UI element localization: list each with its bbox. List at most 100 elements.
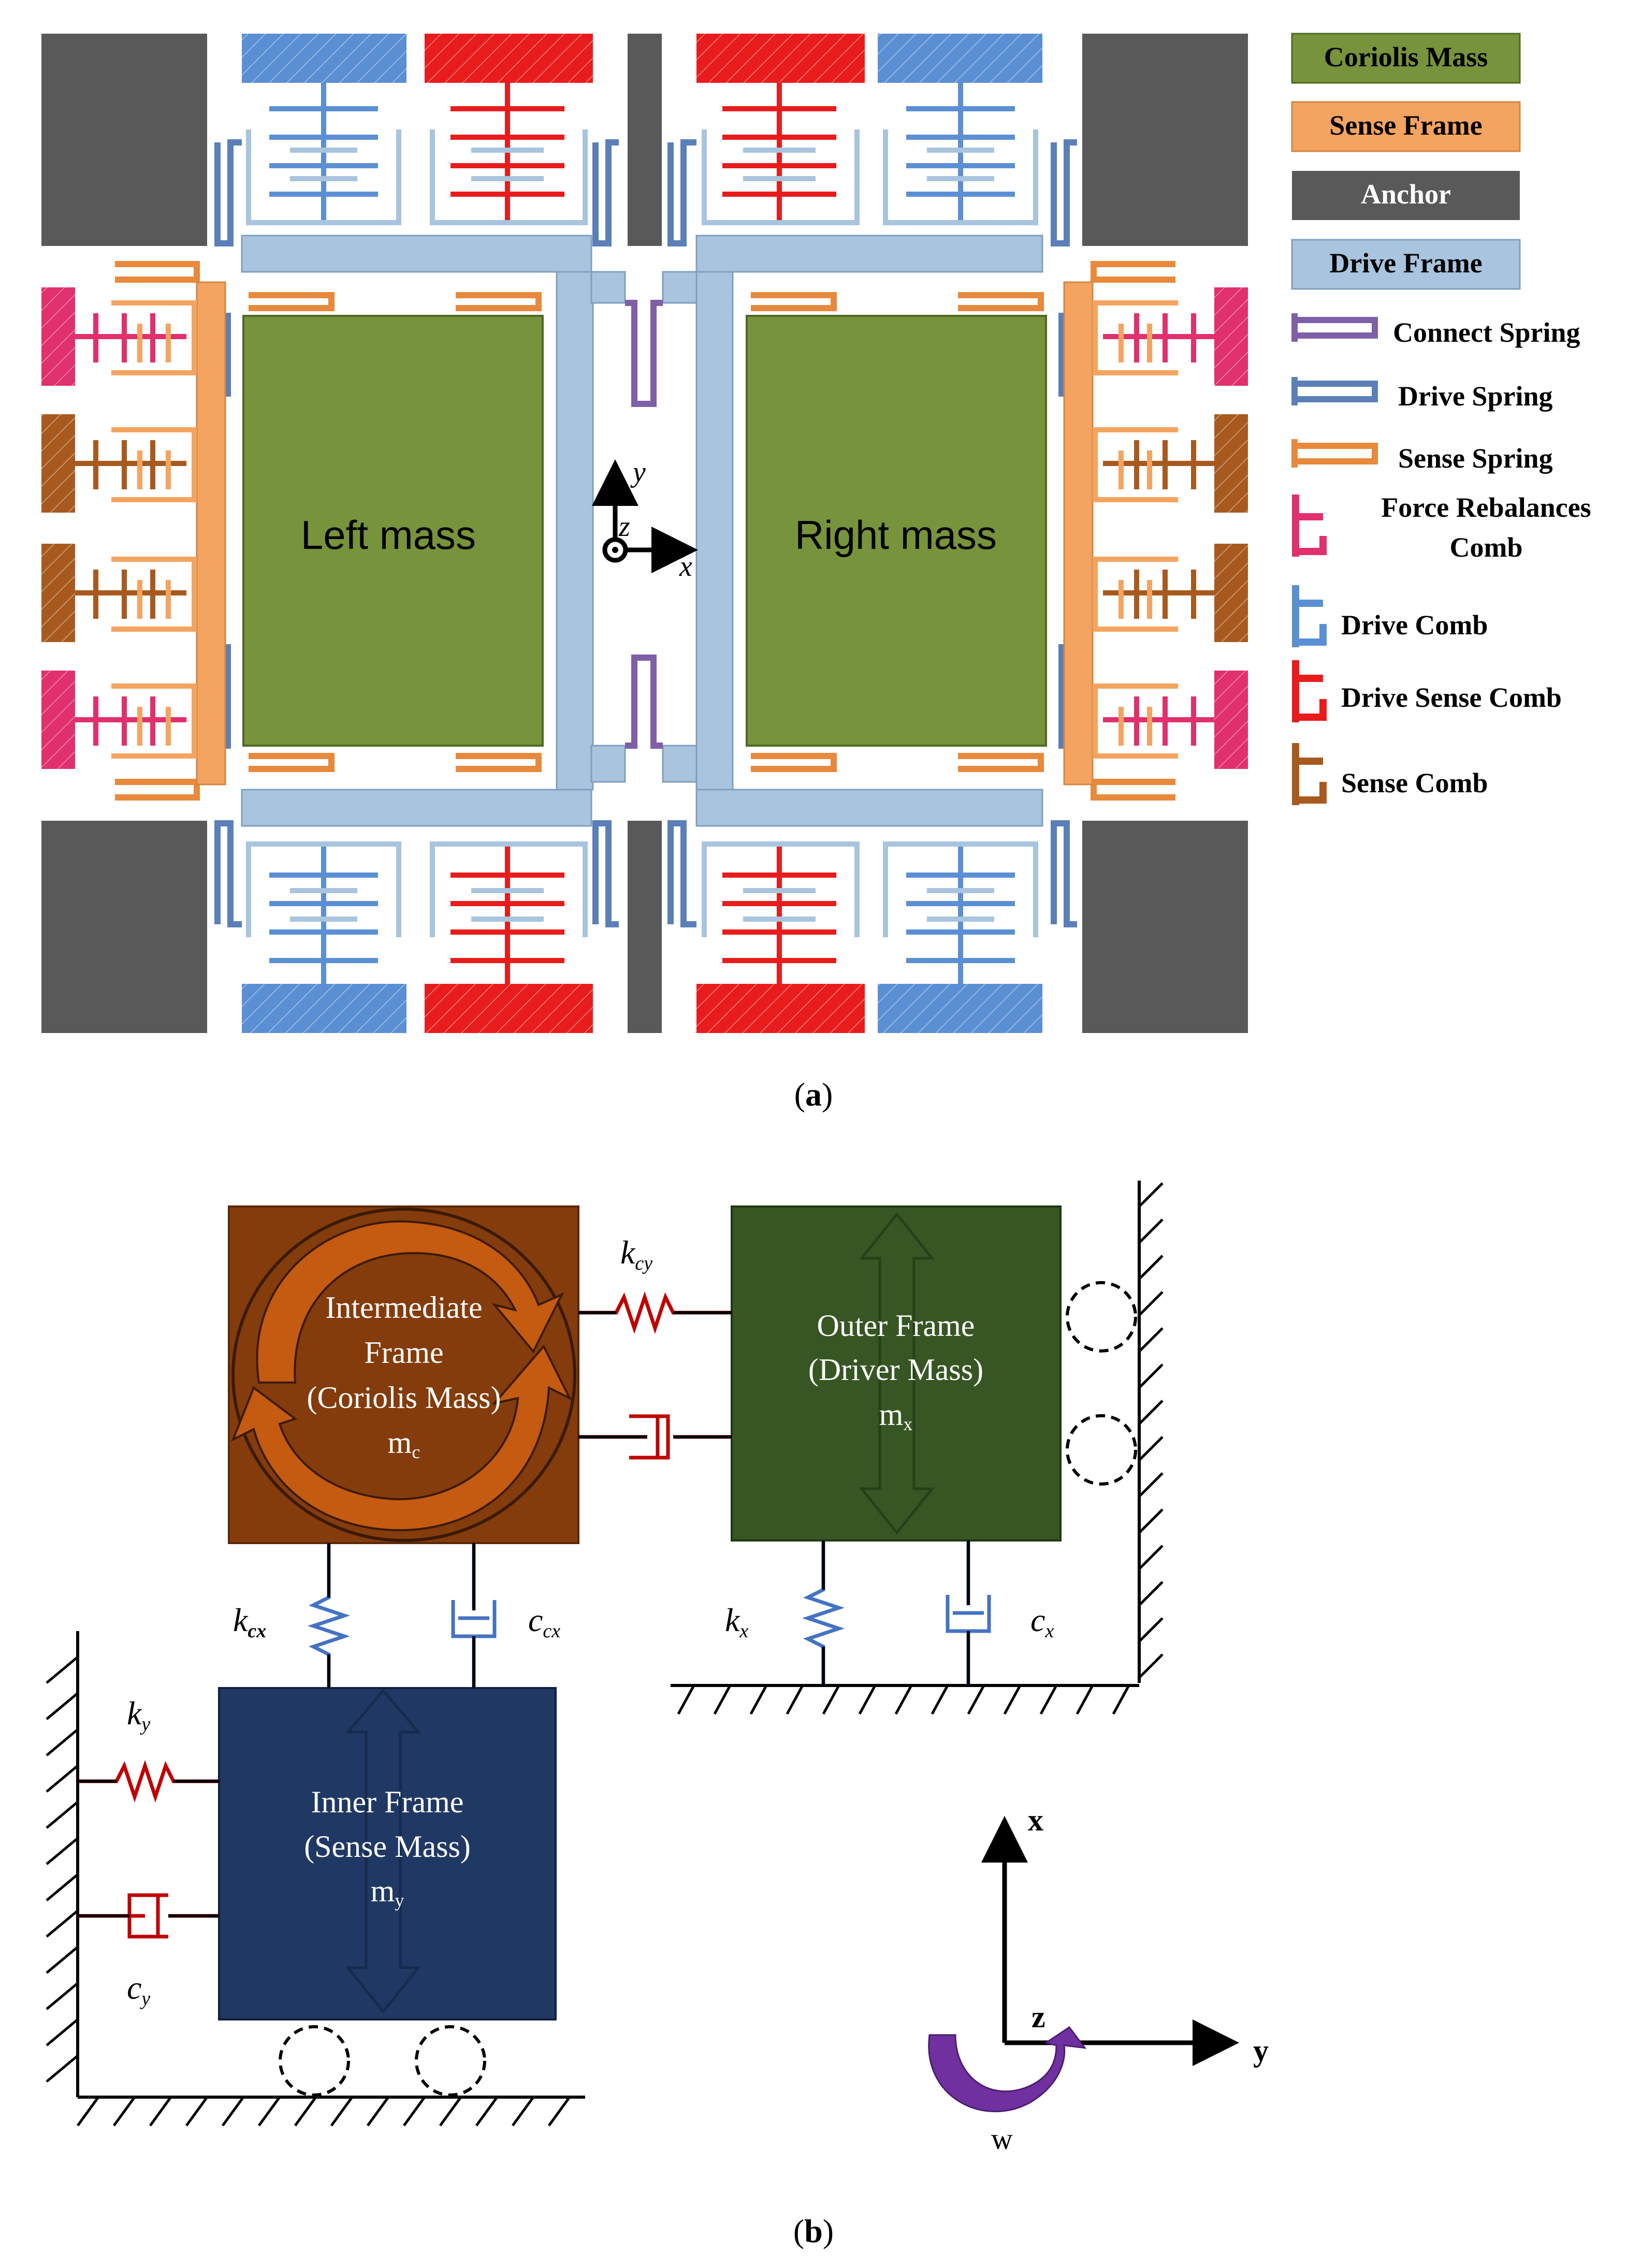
- intermediate-line3: (Coriolis Mass): [307, 1380, 501, 1415]
- label-c-cx: ccx: [528, 1602, 560, 1642]
- panel-b: Intermediate Frame (Coriolis Mass) mc Ou…: [46, 1181, 1269, 2249]
- label-c-x: cx: [1030, 1602, 1054, 1642]
- legend-icon-drive-spring: [1291, 377, 1378, 405]
- rotation-arrow-bottom: [231, 1344, 572, 1532]
- bottom-comb-fingers: [246, 841, 1038, 984]
- rotation-w-arrow: [928, 2026, 1087, 2113]
- legend-icon-drive-sense-comb: [1292, 660, 1327, 722]
- axis-triad-a: y z x: [592, 456, 698, 583]
- legend-icon-sense-spring: [1291, 439, 1378, 468]
- connect-spring-top: [625, 300, 663, 407]
- anchor-top-center: [628, 34, 662, 246]
- drive-frame-left-vertical: [556, 271, 594, 791]
- right-mass-label: Right mass: [795, 512, 997, 558]
- label-k-cy: kcy: [620, 1234, 652, 1274]
- legend-swatch-coriolis-mass: [1291, 33, 1521, 84]
- rotation-circle: [231, 1208, 576, 1542]
- spring-k-x: [802, 1540, 845, 1685]
- legend-icon-force-rebalance-comb: [1292, 495, 1327, 557]
- label-k-x: kx: [725, 1602, 748, 1642]
- left-mass-label: Left mass: [301, 512, 476, 558]
- rotation-w-label: w: [991, 2122, 1013, 2156]
- rotation-arrow-top: [256, 1220, 564, 1384]
- right-ground-hatch: [677, 1684, 1130, 1715]
- outer-frame-box: [731, 1205, 1062, 1542]
- legend-drive-sense-comb: Drive Sense Comb: [1341, 682, 1562, 713]
- drive-frame-right-vertical: [695, 271, 734, 791]
- left-ground-hatch: [76, 2096, 571, 2127]
- left-side-comb-fingers: [75, 300, 197, 759]
- anchor-top-left: [41, 34, 207, 246]
- anchor-bottom-center: [628, 821, 662, 1033]
- sense-frame-right: [1063, 281, 1094, 786]
- sense-frame-left: [196, 281, 226, 786]
- legend-connect-spring: Connect Spring: [1393, 317, 1580, 348]
- right-side-comb-fingers: [1093, 300, 1214, 759]
- axis-z-label-b: z: [1032, 2000, 1045, 2034]
- legend-drive-frame: Drive Frame: [1329, 248, 1482, 279]
- anchor-bottom-right: [1082, 821, 1248, 1033]
- anchor-top-right: [1082, 34, 1248, 246]
- roller-inner-right: [415, 2025, 486, 2097]
- inner-frame-box: [218, 1687, 557, 2020]
- drive-frame-bottom-right: [695, 789, 1043, 827]
- legend-swatch-anchor: [1292, 171, 1520, 220]
- drive-frame-joint-top-right: [662, 271, 698, 304]
- inner-line1: Inner Frame: [311, 1785, 464, 1819]
- legend-sense-spring: Sense Spring: [1398, 443, 1553, 474]
- drive-frame-joint-bottom-right: [662, 745, 698, 783]
- intermediate-line1: Intermediate: [325, 1290, 482, 1325]
- legend: Coriolis Mass Sense Frame Anchor Drive F…: [1291, 33, 1591, 805]
- intermediate-mass: mc: [388, 1426, 420, 1462]
- label-k-y: ky: [127, 1695, 150, 1735]
- left-wall-hatch: [46, 1656, 79, 2083]
- drive-frame-top-left: [241, 235, 592, 273]
- connect-spring-bottom: [625, 655, 663, 749]
- left-mass: [242, 315, 544, 747]
- legend-swatch-drive-frame: [1291, 239, 1521, 290]
- spring-k-y: [78, 1760, 219, 1803]
- outer-line1: Outer Frame: [817, 1309, 975, 1343]
- axis-y-label-b: y: [1253, 2033, 1269, 2068]
- inner-sense-arrow: [345, 1689, 422, 2014]
- label-k-cx: kcx: [233, 1602, 266, 1642]
- legend-anchor: Anchor: [1361, 179, 1451, 210]
- spring-k-cx: [307, 1543, 351, 1688]
- panel-a: Left mass Right mass y z x Coriolis Mass…: [41, 33, 1591, 1113]
- inner-line2: (Sense Mass): [304, 1829, 471, 1864]
- axis-y-label-a: y: [630, 456, 646, 488]
- outer-line2: (Driver Mass): [808, 1353, 983, 1387]
- legend-coriolis-mass: Coriolis Mass: [1324, 41, 1488, 72]
- intermediate-line2: Frame: [364, 1335, 443, 1370]
- inner-mass: my: [371, 1874, 404, 1911]
- axis-x-label-a: x: [679, 550, 692, 583]
- legend-force-rebalances-line1: Force Rebalances: [1381, 492, 1591, 523]
- legend-drive-spring: Drive Spring: [1398, 381, 1553, 412]
- legend-swatch-sense-frame: [1291, 101, 1521, 152]
- legend-icon-sense-comb: [1292, 743, 1327, 805]
- legend-icon-connect-spring: [1291, 313, 1378, 342]
- axis-z-label-a: z: [618, 511, 630, 543]
- roller-outer-top: [1066, 1281, 1137, 1353]
- legend-sense-frame: Sense Frame: [1329, 110, 1482, 141]
- drive-frame-joint-top-left: [590, 271, 626, 304]
- legend-drive-comb: Drive Comb: [1341, 609, 1488, 641]
- top-comb-fingers: [246, 83, 1038, 225]
- axis-triad-b: x y z w: [928, 1803, 1269, 2156]
- legend-sense-comb: Sense Comb: [1341, 767, 1488, 798]
- right-wall-hatch: [1138, 1182, 1164, 1679]
- outer-drive-arrow: [859, 1212, 935, 1535]
- right-mass: [746, 315, 1047, 747]
- legend-force-rebalances-line2: Comb: [1449, 532, 1522, 563]
- legend-icon-drive-comb: [1292, 585, 1327, 647]
- label-c-y: cy: [127, 1969, 150, 2010]
- caption-b: (b): [793, 2213, 834, 2249]
- drive-frame-joint-bottom-left: [590, 745, 626, 783]
- axis-x-label-b: x: [1028, 1803, 1043, 1837]
- spring-k-cy: [578, 1291, 732, 1334]
- outer-mass: mx: [879, 1398, 913, 1434]
- drive-frame-top-right: [695, 235, 1043, 273]
- caption-a: (a): [794, 1076, 833, 1113]
- drive-frame-bottom-left: [241, 789, 592, 827]
